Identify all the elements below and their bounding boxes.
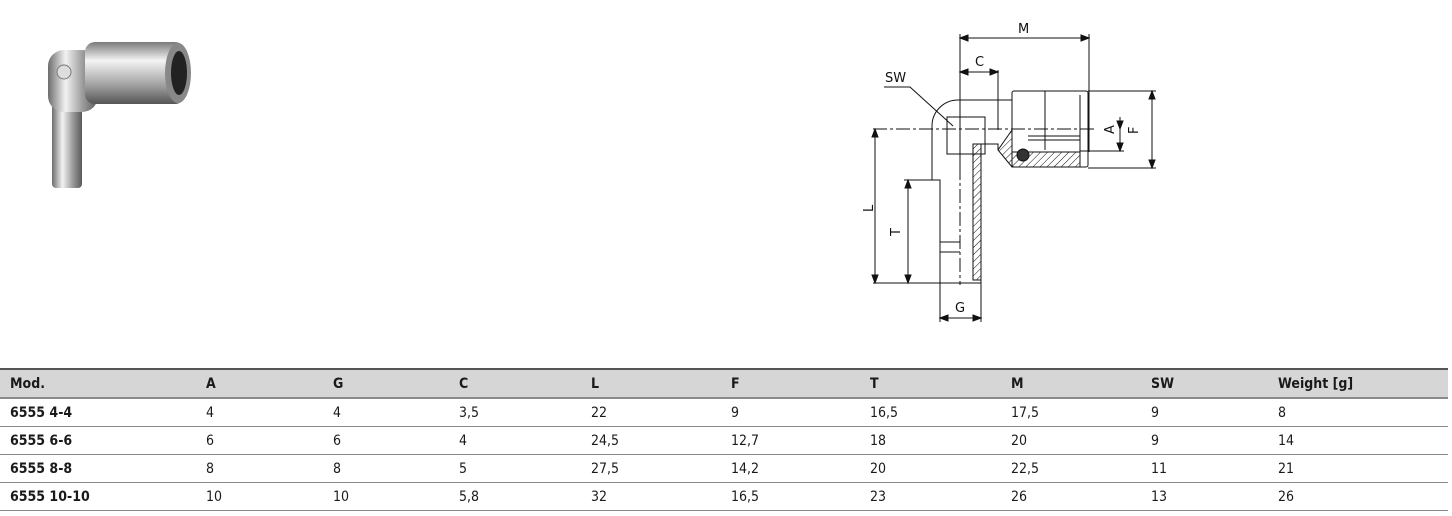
cell-l: 32	[591, 482, 731, 511]
header-l: L	[591, 368, 731, 399]
label-a: A	[1103, 125, 1118, 134]
cell-t: 23	[870, 482, 1011, 511]
cell-c: 3,5	[459, 398, 591, 427]
header-m: M	[1011, 368, 1151, 399]
technical-drawing: M C SW F A L T G	[862, 22, 1156, 322]
cell-mod: 6555 10-10	[0, 482, 206, 511]
label-m: M	[1018, 22, 1029, 37]
header-mod: Mod.	[0, 368, 206, 399]
cell-m: 26	[1011, 482, 1151, 511]
label-f: F	[1127, 127, 1142, 134]
cell-g: 6	[333, 426, 459, 455]
cell-a: 6	[206, 426, 333, 455]
cell-m: 22,5	[1011, 454, 1151, 483]
cell-c: 4	[459, 426, 591, 455]
cell-g: 4	[333, 398, 459, 427]
cell-c: 5	[459, 454, 591, 483]
cell-l: 22	[591, 398, 731, 427]
cell-l: 27,5	[591, 454, 731, 483]
label-sw: SW	[885, 71, 906, 86]
label-t: T	[889, 228, 904, 237]
cell-t: 16,5	[870, 398, 1011, 427]
cell-g: 8	[333, 454, 459, 483]
label-g: G	[955, 301, 965, 316]
cell-weight-g: 21	[1278, 454, 1448, 483]
header-f: F	[731, 368, 870, 399]
header-t: T	[870, 368, 1011, 399]
cell-f: 14,2	[731, 454, 870, 483]
cell-f: 9	[731, 398, 870, 427]
cell-f: 12,7	[731, 426, 870, 455]
cell-c: 5,8	[459, 482, 591, 511]
cell-m: 17,5	[1011, 398, 1151, 427]
cell-t: 18	[870, 426, 1011, 455]
cell-mod: 6555 6-6	[0, 426, 206, 455]
specification-table: Mod. A G C L F T M SW Weight [g] 6555 4-…	[0, 368, 1448, 511]
label-l: L	[862, 204, 877, 212]
cell-sw: 9	[1151, 398, 1278, 427]
header-sw: SW	[1151, 368, 1278, 399]
cell-weight-g: 26	[1278, 482, 1448, 511]
cell-weight-g: 8	[1278, 398, 1448, 427]
cell-mod: 6555 4-4	[0, 398, 206, 427]
product-photo	[48, 42, 191, 188]
cell-m: 20	[1011, 426, 1151, 455]
header-weight: Weight [g]	[1278, 368, 1448, 399]
cell-a: 10	[206, 482, 333, 511]
label-c: C	[975, 55, 984, 70]
cell-sw: 9	[1151, 426, 1278, 455]
cell-sw: 11	[1151, 454, 1278, 483]
cell-t: 20	[870, 454, 1011, 483]
cell-a: 4	[206, 398, 333, 427]
cell-sw: 13	[1151, 482, 1278, 511]
cell-f: 16,5	[731, 482, 870, 511]
cell-weight-g: 14	[1278, 426, 1448, 455]
header-c: C	[459, 368, 591, 399]
header-a: A	[206, 368, 333, 399]
table-header-row: Mod. A G C L F T M SW Weight [g]	[0, 368, 1448, 399]
cell-g: 10	[333, 482, 459, 511]
cell-a: 8	[206, 454, 333, 483]
cell-mod: 6555 8-8	[0, 454, 206, 483]
cell-l: 24,5	[591, 426, 731, 455]
header-g: G	[333, 368, 459, 399]
